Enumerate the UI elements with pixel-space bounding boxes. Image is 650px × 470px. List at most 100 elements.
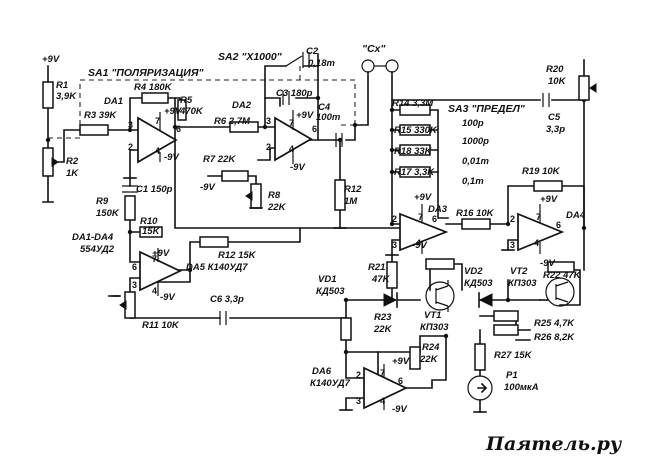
capacitor-c6 (219, 311, 227, 325)
label-r9-name: R9 (96, 196, 109, 207)
label-da2-neg: -9V (290, 162, 305, 173)
svg-text:6: 6 (398, 376, 403, 386)
resistor-r26 (493, 324, 519, 336)
resistor-r5 (177, 99, 187, 121)
semiconductors (285, 55, 575, 401)
label-c5-value: 3,3p (546, 124, 565, 135)
label-da6-value: К140УД7 (310, 378, 351, 389)
resistor-r4 (141, 92, 169, 104)
label-supply-pos: +9V (42, 54, 60, 65)
label-r14: R14 3,3M (392, 98, 434, 109)
label-sa3-pos-2: 1000p (462, 136, 489, 147)
svg-text:3: 3 (392, 240, 397, 250)
label-da2: DA2 (232, 100, 252, 111)
resistor-r24 (409, 346, 421, 370)
label-c2-value: 0,18m (308, 58, 335, 69)
label-c2-name: C2 (306, 46, 319, 57)
label-r21-value: 47K (371, 274, 391, 285)
svg-text:2: 2 (392, 214, 397, 224)
svg-text:7: 7 (418, 212, 423, 222)
label-r2-name: R2 (66, 156, 79, 167)
svg-text:3: 3 (128, 120, 133, 130)
opamp-da6 (363, 366, 408, 410)
resistor-r21 (386, 261, 398, 289)
label-vd1-name: VD1 (318, 274, 336, 285)
label-da5-neg: -9V (160, 292, 175, 303)
label-sa1: SA1 "ПОЛЯРИЗАЦИЯ" (88, 67, 205, 79)
resistor-r15 (399, 124, 431, 136)
label-vd1-value: КД503 (316, 286, 345, 297)
switch-sa2 (285, 55, 303, 67)
label-r1-value: 3,9K (56, 91, 77, 102)
svg-text:7: 7 (289, 118, 294, 128)
switch-linkage (48, 62, 356, 139)
label-r12-1m-name: R12 (344, 184, 362, 195)
label-c4-value: 100m (316, 112, 341, 123)
resistor-r12-15k (199, 236, 229, 248)
transistor-vt2 (545, 277, 575, 307)
svg-text:7: 7 (536, 212, 541, 222)
diode-vd1 (383, 293, 398, 307)
capacitor-c4 (335, 133, 343, 147)
label-r8-value: 22K (267, 202, 287, 213)
label-vt1-name: VT1 (424, 310, 441, 321)
label-r21-name: R21 (368, 262, 385, 273)
label-r8-name: R8 (268, 190, 281, 201)
label-da1-neg: -9V (164, 152, 179, 163)
label-r2-value: 1K (66, 168, 79, 179)
svg-text:2: 2 (356, 370, 361, 380)
op-amps (137, 110, 565, 410)
svg-text:4: 4 (534, 238, 539, 248)
resistor-r20 (578, 75, 590, 101)
label-r11: R11 10K (142, 320, 180, 331)
capacitor-c1 (122, 185, 138, 193)
resistor-r10 (139, 226, 163, 238)
label-sa3-pos-3: 0,01m (462, 156, 489, 167)
label-da5: DA5 К140УД7 (186, 262, 248, 273)
svg-text:6: 6 (556, 220, 561, 230)
capacitor-plates (122, 52, 550, 325)
label-da6-pos: +9V (392, 356, 410, 367)
label-r15: R15 330K (394, 125, 438, 136)
label-vt2-value: КП303 (508, 278, 537, 289)
label-r18: R18 33K (394, 146, 433, 157)
resistor-r3 (79, 124, 109, 136)
label-r27: R27 15K (494, 350, 533, 361)
svg-text:3: 3 (510, 240, 515, 250)
label-sa2: SA2 "X1000" (218, 51, 283, 63)
resistor-bodies (42, 75, 597, 371)
label-r3: R3 39K (84, 110, 117, 121)
label-r10-value: 15K (142, 226, 161, 237)
label-r23-value: 22K (373, 324, 393, 335)
label-sa3-pos-4: 0,1m (462, 176, 484, 187)
capacitor-c3 (282, 91, 290, 105)
label-sa3-pos-1: 100p (462, 118, 484, 129)
label-r4: R4 180K (134, 82, 173, 93)
svg-text:3: 3 (266, 116, 271, 126)
resistor-r6 (229, 121, 259, 133)
resistor-r9 (124, 195, 136, 221)
grounds (108, 177, 515, 413)
svg-text:4: 4 (289, 144, 294, 154)
label-c1: C1 150p (136, 184, 173, 195)
label-sa3: SA3 "ПРЕДЕЛ" (448, 103, 526, 115)
label-da4-pos: +9V (540, 194, 558, 205)
label-da2-pos: +9V (296, 110, 314, 121)
svg-text:6: 6 (312, 124, 317, 134)
svg-text:4: 4 (416, 238, 421, 248)
labels: +9V SA1 "ПОЛЯРИЗАЦИЯ" SA2 "X1000" SA3 "П… (42, 43, 586, 415)
label-r6: R6 2,7M (214, 116, 251, 127)
cx-terminal-right (385, 59, 399, 73)
label-vt2-name: VT2 (510, 266, 528, 277)
resistor-r1 (42, 81, 54, 109)
label-r23-name: R23 (374, 312, 392, 323)
svg-text:7: 7 (152, 254, 157, 264)
svg-text:4: 4 (155, 146, 160, 156)
label-da5-pos: +9V (152, 248, 170, 259)
resistor-r7 (221, 170, 249, 182)
label-da1-da4-value: 554УД2 (80, 244, 115, 255)
label-vd2-name: VD2 (464, 266, 483, 277)
label-r17: R17 3,3K (394, 167, 435, 178)
label-da6-neg: -9V (392, 404, 407, 415)
label-r12-15k: R12 15K (218, 250, 257, 261)
